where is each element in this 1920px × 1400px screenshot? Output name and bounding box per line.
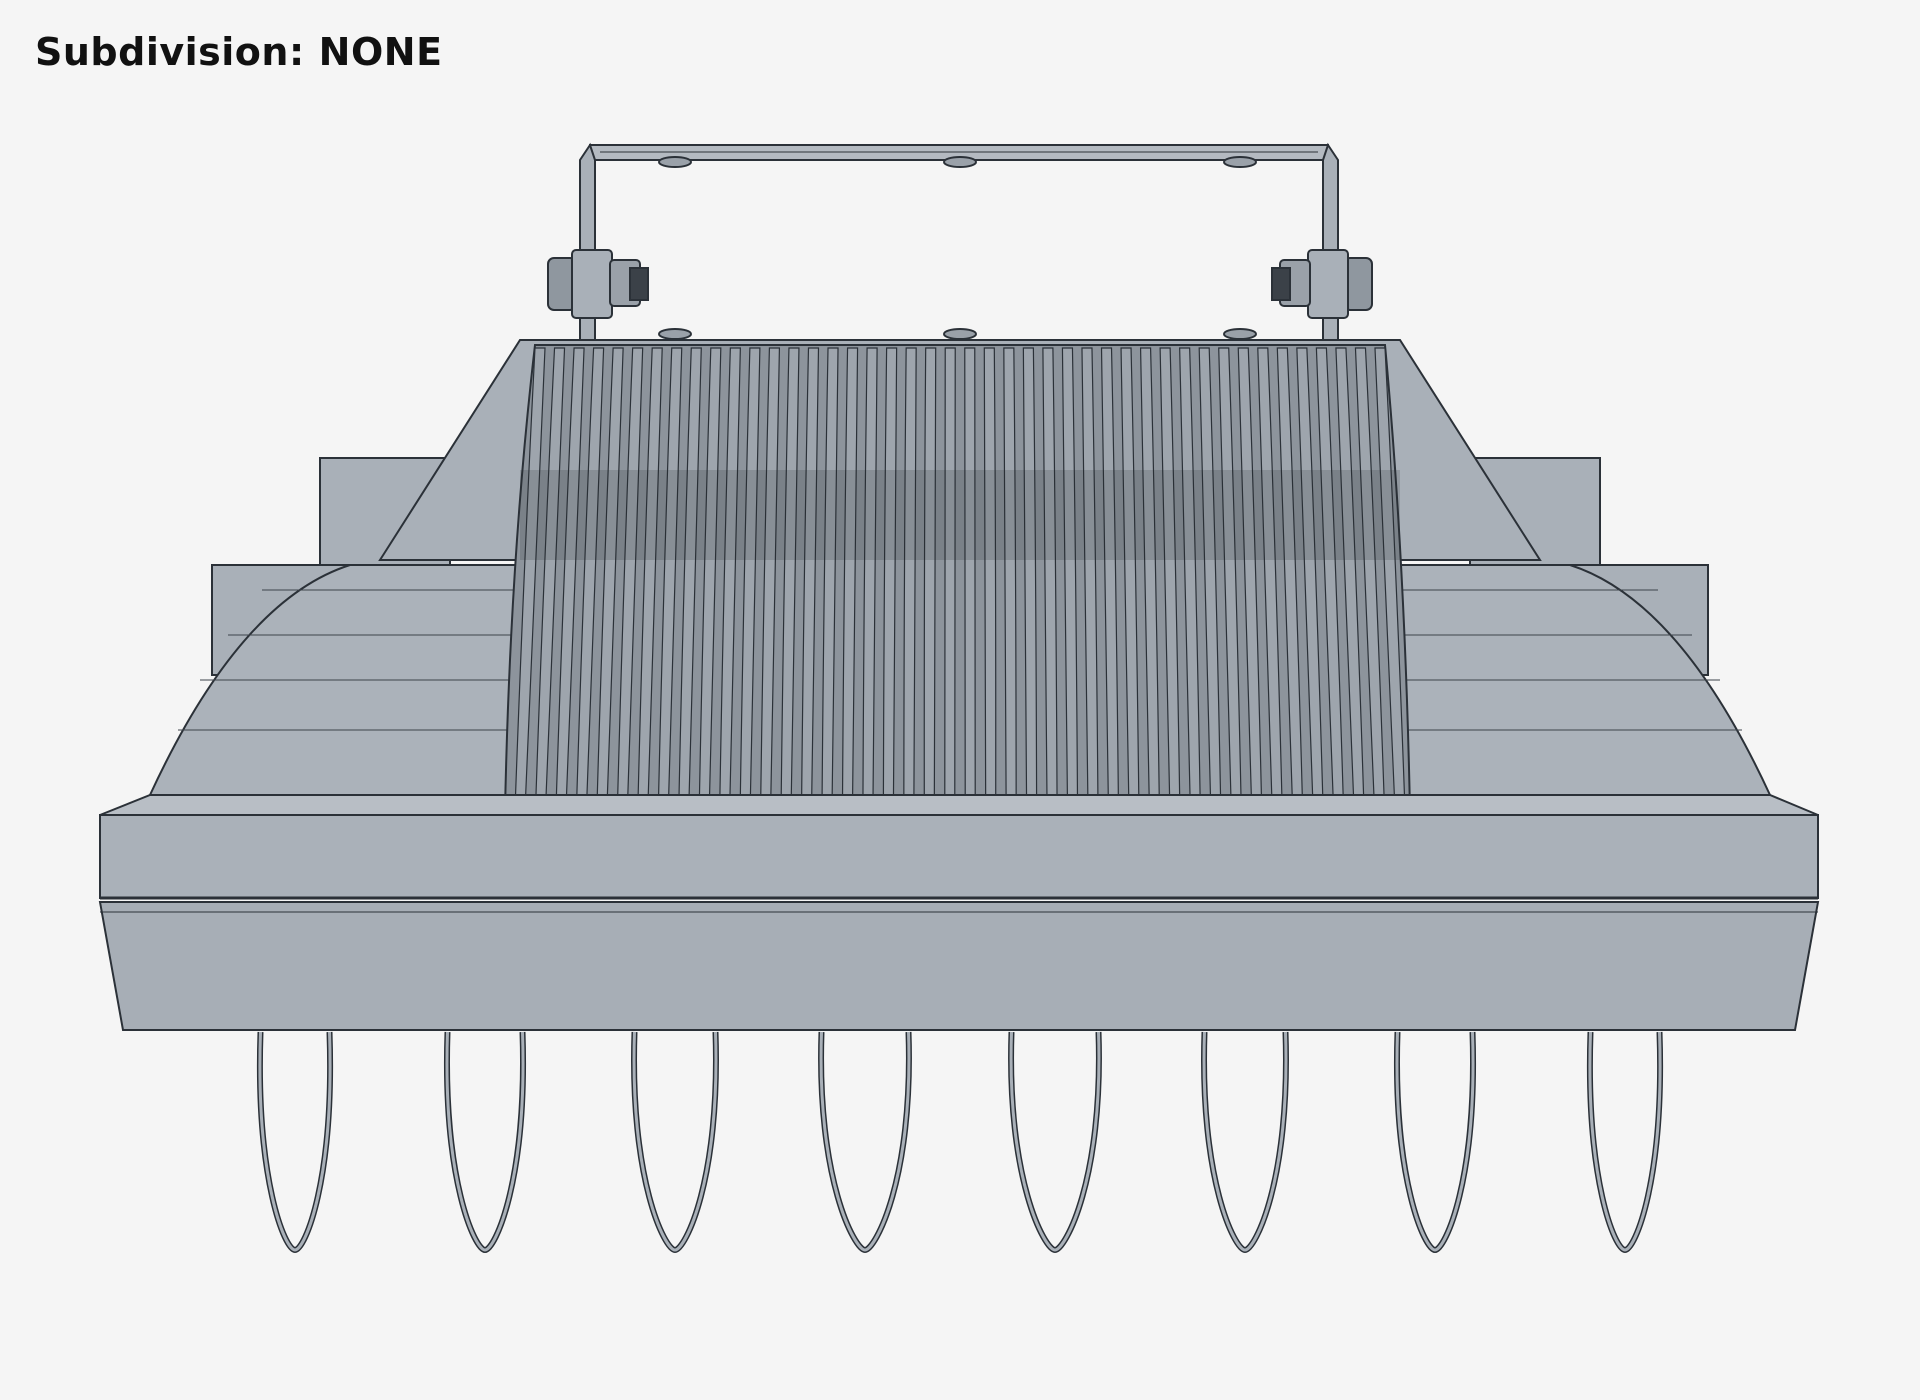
spring-tine-highlight xyxy=(1588,1031,1662,1252)
grill-bar xyxy=(1003,347,1017,811)
right-bolt-assembly xyxy=(1271,249,1373,319)
subdivision-label: Subdivision: xyxy=(35,30,305,74)
spring-tine-highlight xyxy=(1202,1031,1288,1252)
spring-tine xyxy=(256,1031,334,1254)
spring-tine-highlight xyxy=(1395,1031,1475,1252)
grill-bar xyxy=(923,347,937,811)
grill-bar xyxy=(963,347,977,811)
spring-tine-highlight xyxy=(632,1031,718,1252)
spring-tines xyxy=(256,1031,1664,1254)
spring-tine-highlight xyxy=(258,1031,332,1252)
spring-tine-highlight xyxy=(1009,1031,1101,1252)
front-slab xyxy=(98,794,1820,1031)
grill-shadow xyxy=(520,470,1400,560)
spring-tine xyxy=(1008,1031,1102,1254)
spring-tine xyxy=(1393,1031,1477,1254)
subdivision-value: NONE xyxy=(318,30,443,74)
grill-bar xyxy=(983,347,997,811)
spring-tine-highlight xyxy=(819,1031,911,1252)
spring-tine xyxy=(1201,1031,1289,1254)
spring-tine-highlight xyxy=(445,1031,525,1252)
subdivision-title: Subdivision: NONE xyxy=(35,30,443,74)
spring-tine xyxy=(1586,1031,1664,1254)
top-handle-bracket xyxy=(579,142,1339,341)
spring-tine xyxy=(443,1031,527,1254)
grill-bars xyxy=(514,347,1406,811)
grill xyxy=(503,344,1412,813)
spring-tine xyxy=(631,1031,719,1254)
grill-bar xyxy=(943,347,957,811)
left-bolt-assembly xyxy=(547,249,649,319)
grill-bar xyxy=(903,347,917,811)
spring-tine xyxy=(818,1031,912,1254)
